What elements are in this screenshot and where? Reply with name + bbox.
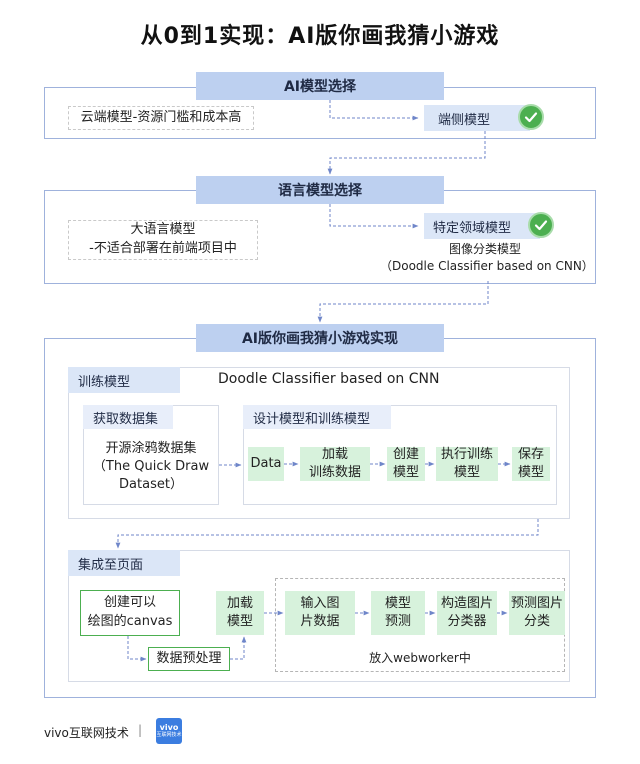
logo-line2: 互联网技术	[156, 731, 182, 738]
dataset-line3: Dataset）	[119, 477, 183, 493]
step-line1: 预测图片	[510, 596, 563, 612]
step-line1: 加载	[226, 596, 253, 612]
section-game-impl-header: AI版你画我猜小游戏实现	[196, 324, 444, 352]
footer-separator: |	[138, 723, 143, 737]
check-icon	[518, 104, 544, 130]
step-line1: 模型	[384, 596, 411, 612]
vivo-logo: vivo 互联网技术	[156, 718, 182, 744]
worker-step-input: 输入图 片数据	[285, 591, 355, 635]
step-line1: 执行训练	[440, 447, 493, 463]
step-line1: 加载	[321, 447, 348, 463]
cloud-model-option: 云端模型-资源门槛和成本高	[68, 106, 254, 130]
step-line2: 训练数据	[308, 465, 361, 480]
step-line1: 输入图	[300, 596, 340, 612]
load-model-step: 加载 模型	[216, 591, 264, 635]
step-line2: 模型	[517, 465, 544, 480]
section-ai-model-header: AI模型选择	[196, 72, 444, 100]
train-model-label: 训练模型	[68, 367, 180, 393]
design-train-label: 设计模型和训练模型	[243, 405, 391, 429]
train-model-name: Doodle Classifier based on CNN	[218, 371, 440, 387]
llm-option-line2: -不适合部署在前端项目中	[89, 241, 237, 256]
domain-model-note: 图像分类模型 （Doodle Classifier based on CNN）	[380, 241, 594, 275]
worker-step-classifier: 构造图片 分类器	[437, 591, 497, 635]
step-line2: 预测	[384, 614, 411, 629]
step-line2: 模型	[453, 465, 480, 480]
section-language-model-header: 语言模型选择	[196, 176, 444, 204]
train-step-load-data: 加载 训练数据	[300, 447, 370, 481]
step-line2: 分类	[523, 614, 550, 629]
canvas-step: 创建可以 绘图的canvas	[80, 590, 180, 636]
logo-line1: vivo	[159, 722, 179, 732]
integrate-label: 集成至页面	[68, 550, 180, 576]
llm-option: 大语言模型 -不适合部署在前端项目中	[68, 220, 258, 260]
step-line2: 片数据	[300, 614, 340, 629]
webworker-label: 放入webworker中	[369, 651, 471, 665]
canvas-line2: 绘图的canvas	[87, 614, 173, 629]
canvas-line1: 创建可以	[103, 595, 156, 611]
domain-model-note-line1: 图像分类模型	[448, 242, 521, 256]
edge-model-option: 端侧模型	[424, 105, 530, 131]
train-step-execute: 执行训练 模型	[436, 447, 498, 481]
step-line1: Data	[250, 456, 282, 472]
dataset-line1: 开源涂鸦数据集	[105, 441, 197, 456]
step-line2: 模型	[226, 614, 253, 629]
domain-model-note-line2: （Doodle Classifier based on CNN）	[380, 258, 594, 273]
step-line1: 保存	[517, 447, 544, 463]
check-icon	[528, 212, 554, 238]
domain-model-option: 特定领域模型	[424, 213, 540, 239]
dataset-label: 获取数据集	[83, 405, 173, 429]
worker-step-predict: 模型 预测	[371, 591, 425, 635]
step-line1: 创建	[392, 447, 419, 463]
train-step-data: Data	[248, 447, 284, 481]
step-line1: 构造图片	[440, 596, 493, 612]
page-title: 从0到1实现：AI版你画我猜小游戏	[140, 24, 500, 49]
train-step-create-model: 创建 模型	[387, 447, 425, 481]
dataset-line2: （The Quick Draw	[92, 459, 210, 475]
preprocess-step: 数据预处理	[148, 647, 230, 671]
llm-option-line1: 大语言模型	[130, 222, 196, 238]
step-line2: 模型	[392, 465, 419, 480]
step-line2: 分类器	[447, 614, 487, 629]
footer-brand: vivo互联网技术	[44, 726, 129, 740]
worker-step-classify: 预测图片 分类	[509, 591, 565, 635]
train-step-save: 保存 模型	[512, 447, 550, 481]
dataset-description: 开源涂鸦数据集 （The Quick Draw Dataset）	[85, 440, 217, 495]
arrow-section2-to-section3	[317, 281, 489, 323]
